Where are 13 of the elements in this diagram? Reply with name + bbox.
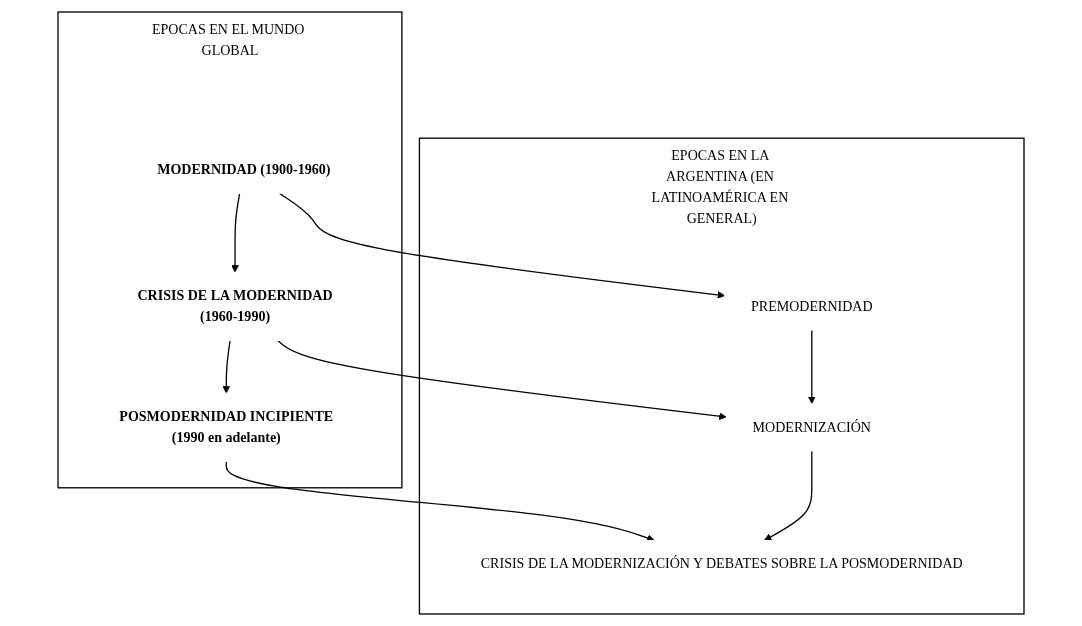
node-text: MODERNIDAD (1900-1960) xyxy=(157,161,331,177)
arrow xyxy=(764,450,813,541)
arrow xyxy=(231,192,241,273)
node-text: CRISIS DE LA MODERNIZACIÓN Y DEBATES SOBRE LA POSMODERNIDAD xyxy=(480,556,963,572)
arrow xyxy=(225,460,655,542)
arrow xyxy=(807,329,816,405)
node-text: POSMODERNIDAD INCIPIENTE (1990 en adelante) xyxy=(119,408,334,445)
arrow xyxy=(276,339,727,420)
node-text: MODERNIZACIÓN xyxy=(752,419,871,435)
arrow xyxy=(222,339,231,394)
arrow xyxy=(278,192,726,299)
node-text: CRISIS DE LA MODERNIDAD (1960-1990) xyxy=(137,288,333,324)
node-text: PREMODERNIDAD xyxy=(751,298,873,314)
